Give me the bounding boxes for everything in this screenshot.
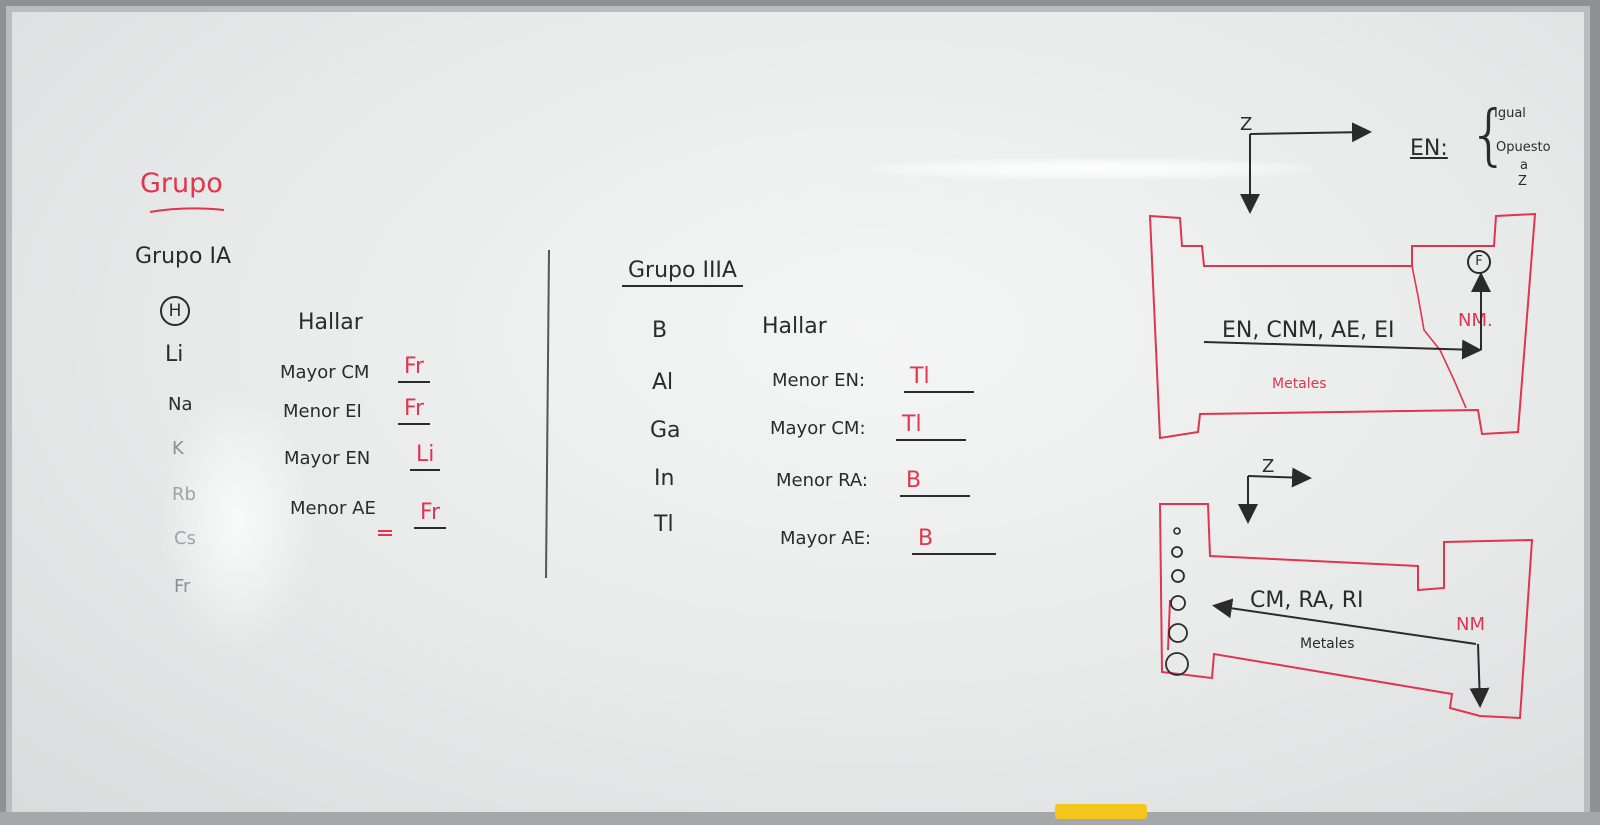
mid-q2-label: Mayor CM: (770, 418, 866, 439)
brace-line-3: a (1520, 158, 1528, 173)
left-q1-label: Mayor CM (280, 362, 370, 383)
mid-q4-answer: B (912, 526, 996, 555)
en-label: EN: (1410, 136, 1448, 161)
size-circle-6 (1165, 652, 1189, 676)
brace-line-4: Z (1518, 174, 1527, 189)
rb-z-label: Z (1262, 456, 1275, 477)
rt-axis-x (1249, 122, 1372, 143)
mid-heading: Grupo IIIA (622, 258, 743, 287)
size-circle-3 (1171, 569, 1185, 583)
size-circle-5 (1168, 623, 1188, 643)
left-q4-answer: Fr (414, 500, 447, 529)
rb-trend-arrow (1212, 598, 1477, 645)
rb-down-arrow (1469, 643, 1490, 708)
left-q2-label: Menor EI (283, 401, 362, 422)
window-reflection (162, 392, 312, 652)
brace: { (1468, 96, 1510, 173)
mid-q1-label: Menor EN: (772, 370, 866, 391)
size-circle-2 (1171, 546, 1183, 558)
element-fr: Fr (174, 576, 191, 597)
mid-q3-label: Menor RA: (776, 470, 868, 491)
left-hallar: Hallar (298, 310, 363, 335)
marker-tray (0, 812, 1600, 825)
rt-nm-label: NM. (1458, 310, 1493, 331)
rt-trend-text: EN, CNM, AE, EI (1222, 318, 1395, 343)
rb-nm-label: NM (1456, 614, 1485, 635)
element-li: Li (165, 342, 184, 367)
element-al: Al (652, 370, 674, 395)
rb-region-label: Metales (1300, 636, 1355, 652)
mid-q1-answer: Tl (904, 364, 974, 393)
element-tl: Tl (654, 512, 674, 537)
left-q3-answer: Li (410, 442, 441, 471)
element-h-circled: H (160, 296, 190, 326)
size-circle-1 (1173, 527, 1181, 535)
element-rb: Rb (172, 484, 196, 505)
rt-region-label: Metales (1272, 376, 1327, 392)
brace-line-1: Igual (1494, 106, 1526, 121)
title-underline (149, 207, 225, 213)
size-circle-4 (1170, 595, 1186, 611)
element-na: Na (168, 394, 193, 415)
left-q3-label: Mayor EN (284, 448, 371, 469)
brace-line-2: Opuesto (1496, 140, 1551, 155)
eraser[interactable] (1055, 804, 1147, 819)
element-in: In (654, 466, 675, 491)
title-grupo: Grupo (140, 168, 223, 199)
mid-q4-label: Mayor AE: (780, 528, 872, 549)
mid-q3-answer: B (900, 468, 970, 497)
left-q1-answer: Fr (398, 354, 431, 383)
mid-q2-answer: Tl (896, 412, 966, 441)
left-q4-label: Menor AE (290, 498, 376, 519)
rt-trend-arrow (1203, 339, 1482, 360)
rt-table-outline (1148, 212, 1537, 440)
left-heading: Grupo IA (135, 244, 231, 269)
light-glare (872, 158, 1312, 180)
rb-left-red-arrow (1167, 599, 1171, 651)
rb-axis-x (1247, 467, 1312, 488)
element-k: K (172, 438, 184, 459)
element-ga: Ga (650, 418, 681, 443)
divider-line (545, 249, 550, 579)
element-cs: Cs (174, 528, 196, 549)
rt-z-label: Z (1240, 114, 1253, 135)
left-q2-answer: Fr (398, 396, 431, 425)
rb-trend-text: CM, RA, RI (1250, 588, 1364, 613)
rb-table-outline (1158, 503, 1534, 720)
rt-metal-border (1411, 265, 1467, 409)
ae-mark (378, 530, 392, 536)
element-b: B (652, 318, 668, 343)
mid-hallar: Hallar (762, 314, 827, 339)
